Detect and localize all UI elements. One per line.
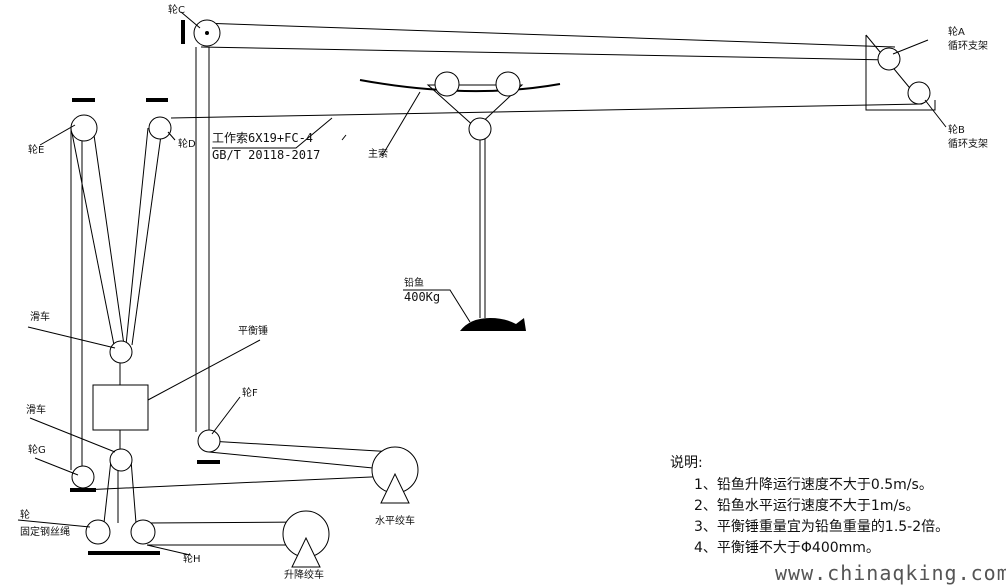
label-work-cable-2: GB/T 20118-2017 (212, 148, 320, 162)
wheel-f-icon (197, 429, 221, 453)
wheel-h-icon (130, 519, 156, 545)
label-wheel-d: 轮D (178, 137, 196, 150)
label-work-cable-1: 工作索6X19+FC-4 (212, 131, 313, 145)
label-lift-winch: 升降绞车 (284, 568, 324, 581)
label-wheel-f: 轮F (242, 386, 258, 399)
label-counterweight: 平衡锤 (238, 324, 268, 337)
label-fixed-rope: 固定钢丝绳 (20, 525, 70, 538)
carriage-wheel-bottom-icon (468, 117, 492, 141)
label-wheel-bottom-left: 轮 (20, 508, 30, 521)
watermark-text: www.chinaqking.com (775, 561, 1006, 585)
horizontal-winch-icon (371, 446, 419, 504)
carriage-wheel-right-icon (495, 71, 521, 97)
pulley-lower-icon (109, 448, 133, 472)
pulley-upper-icon (109, 340, 133, 364)
leader-lines (17, 11, 947, 556)
wheel-g-icon (71, 465, 95, 489)
lead-fish-icon (460, 318, 526, 331)
label-lead-fish: 铅鱼 (404, 276, 424, 289)
label-support-b: 循环支架 (948, 137, 988, 150)
wheel-d-icon (148, 116, 172, 140)
main-cable (359, 79, 561, 93)
lift-winch-icon (282, 510, 330, 568)
counterweight-box (92, 384, 149, 431)
label-horizontal-winch: 水平绞车 (375, 514, 415, 527)
label-wheel-b: 轮B (948, 123, 965, 136)
label-wheel-a: 轮A (948, 25, 965, 38)
wheel-b-icon (907, 81, 931, 105)
notes-block: 说明: 1、铅鱼升降运行速度不大于0.5m/s。 2、铅鱼水平运行速度不大于1m… (670, 455, 949, 556)
anchors (70, 20, 220, 555)
label-support-a: 循环支架 (948, 39, 988, 52)
notes-item-3: 3、平衡锤重量宜为铅鱼重量的1.5-2倍。 (694, 518, 949, 535)
label-wheel-h: 轮H (183, 552, 201, 565)
wheel-c-icon (193, 19, 221, 47)
label-pulley-lower: 滑车 (26, 403, 46, 416)
label-wheel-e: 轮E (28, 143, 44, 156)
label-main-cable: 主索 (368, 147, 388, 160)
notes-title: 说明: (670, 455, 703, 471)
wheel-bottom-left-icon (85, 519, 111, 545)
wheel-a-icon (877, 47, 901, 71)
notes-item-2: 2、铅鱼水平运行速度不大于1m/s。 (694, 497, 919, 514)
label-pulley-upper: 滑车 (30, 310, 50, 323)
label-lead-fish-weight: 400Kg (404, 290, 440, 304)
label-wheel-g: 轮G (28, 443, 46, 456)
cables (70, 22, 936, 546)
notes-item-4: 4、平衡锤不大于Φ400mm。 (694, 540, 880, 556)
notes-item-1: 1、铅鱼升降运行速度不大于0.5m/s。 (694, 476, 933, 493)
label-wheel-c: 轮C (168, 3, 185, 16)
carriage-wheel-left-icon (434, 71, 460, 97)
wheel-e-icon (70, 114, 98, 142)
